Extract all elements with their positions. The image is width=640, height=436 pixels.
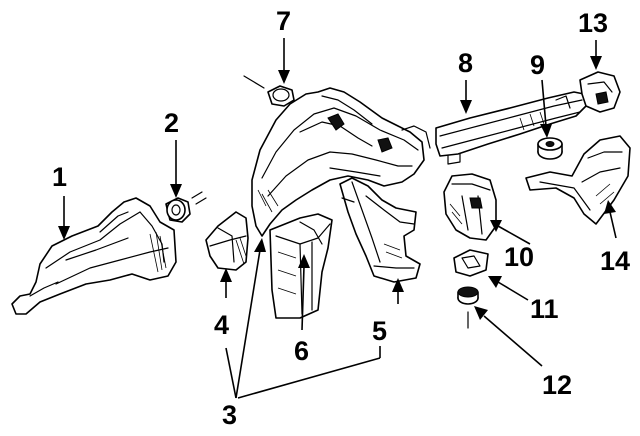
arrow-8 <box>460 100 472 114</box>
arrow-14 <box>604 200 616 214</box>
part-2-bushing <box>165 191 207 223</box>
callout-10: 10 <box>504 242 534 272</box>
callout-8: 8 <box>458 48 473 78</box>
leader-lines <box>58 38 617 399</box>
arrow-10 <box>490 220 502 232</box>
arrow-3a <box>254 238 266 252</box>
part-13-bracket <box>579 71 621 113</box>
callout-3: 3 <box>222 400 237 430</box>
part-7-mount <box>243 75 295 107</box>
part-12-plug <box>457 286 479 329</box>
arrow-11 <box>488 276 502 288</box>
arrow-5 <box>392 278 404 292</box>
part-10-mount <box>443 173 497 241</box>
callout-1: 1 <box>52 162 67 192</box>
part-1-wheelhouse <box>11 197 177 315</box>
callout-2: 2 <box>164 108 179 138</box>
callout-4: 4 <box>214 310 229 340</box>
callout-12: 12 <box>542 370 572 400</box>
arrow-6 <box>298 254 310 268</box>
part-3-apron <box>251 87 431 237</box>
part-5-support <box>339 177 421 283</box>
part-14-bracket <box>525 135 631 225</box>
callout-5: 5 <box>372 316 387 346</box>
part-11-pad <box>453 249 489 277</box>
arrow-1 <box>58 226 70 240</box>
arrow-2 <box>170 184 182 198</box>
arrow-12 <box>474 306 488 320</box>
part-8-rail <box>435 91 587 165</box>
callout-6: 6 <box>294 336 309 366</box>
callout-numbers: 1 2 3 4 5 6 7 8 9 10 11 12 13 14 <box>52 6 630 430</box>
callout-13: 13 <box>578 8 608 38</box>
callout-7: 7 <box>276 6 291 36</box>
callout-9: 9 <box>530 50 545 80</box>
part-4-bracket <box>205 211 249 271</box>
arrow-4 <box>220 268 232 282</box>
callout-11: 11 <box>530 294 559 324</box>
part-9-bushing <box>537 137 563 160</box>
callout-14: 14 <box>600 246 630 276</box>
arrow-13 <box>590 56 602 70</box>
arrow-7 <box>278 70 290 84</box>
arrow-9 <box>540 124 552 138</box>
